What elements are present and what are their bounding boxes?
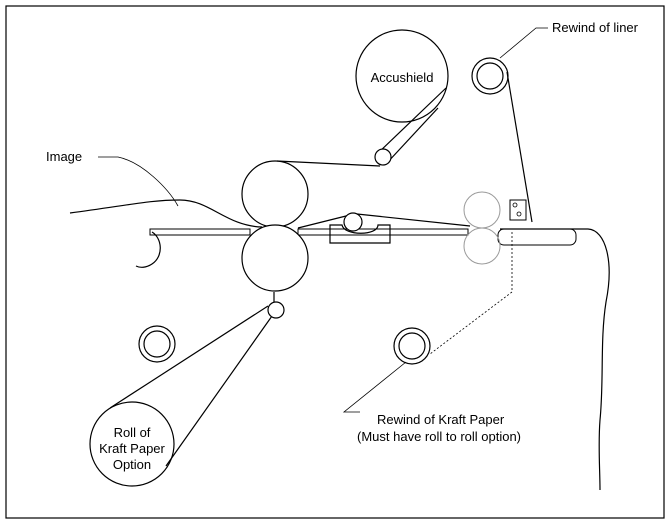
film-top-left [297,214,351,229]
peel-bar-bolt-top [512,202,518,208]
work-table-left [149,228,251,236]
image-web-in [69,199,263,228]
accushield-idler-roller [374,148,392,166]
liner-peel-bar [509,199,527,221]
lower-main-roller [241,224,309,292]
kraft-rewind-roll-inner [398,332,426,360]
work-table-middle [297,228,469,236]
kraft-paper-supply-roll [89,401,175,487]
centre-guide-tray [329,224,391,244]
label-roll-to-roll-note: (Must have roll to roll option) [357,429,521,444]
film-top-right [356,213,471,227]
label-image: Image [46,149,82,164]
accushield-roll [355,29,449,123]
left-table-hook [135,231,161,268]
label-rewind-of-liner: Rewind of liner [552,20,639,35]
kraft-web-lower [165,315,273,467]
label-kraft-paper: Kraft Paper [99,441,165,456]
kraft-web-upper [109,305,269,409]
accushield-web-lower [385,107,439,165]
label-option: Option [113,457,151,472]
spare-roll-outer [138,325,176,363]
upper-main-roller [241,160,309,228]
kraft-rewind-roll-outer [393,327,431,365]
kraft-rewind-leader [342,361,407,413]
spare-roll-inner [143,330,171,358]
lower-pull-roller [463,227,501,265]
diagram-frame [5,5,665,519]
accushield-web-upper [376,87,447,155]
output-web [500,228,610,491]
liner-leader-line [499,27,548,59]
kraft-rewind-path [429,232,513,355]
image-leader-line [98,156,179,207]
centre-idler-roller [343,212,363,232]
label-rewind-of-kraft-paper: Rewind of Kraft Paper [377,412,505,427]
peel-bar-bolt-bottom [516,211,522,217]
work-table-right [497,228,577,246]
accushield-web-to-rollers [276,160,381,167]
liner-web [506,71,533,223]
label-roll-of: Roll of [114,425,151,440]
liner-rewind-roll-inner [476,62,504,90]
label-accushield: Accushield [371,70,434,85]
kraft-idler-roller [267,301,285,319]
upper-pull-roller [463,191,501,229]
